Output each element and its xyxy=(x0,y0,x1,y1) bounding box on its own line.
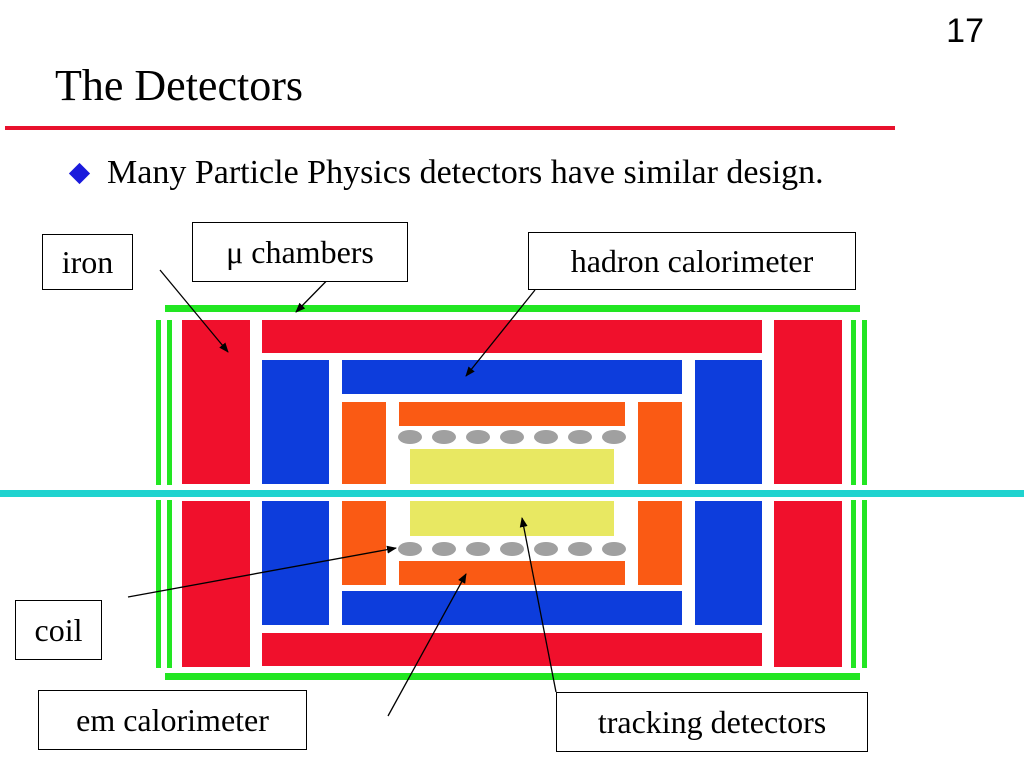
coil-segment xyxy=(500,430,524,444)
muon-chamber-bottom xyxy=(165,673,860,680)
label-hadron-calorimeter: hadron calorimeter xyxy=(528,232,856,290)
ecal-top xyxy=(399,402,625,426)
iron-right-lower xyxy=(774,501,842,667)
ecal-right-upper xyxy=(638,402,682,484)
coil-segment xyxy=(398,542,422,556)
tracker-lower xyxy=(410,501,614,536)
muon-chamber-left-lower-1 xyxy=(156,500,161,668)
arrow-coil xyxy=(127,545,397,598)
em-calorimeter xyxy=(342,402,682,585)
coil-segment xyxy=(398,430,422,444)
pointer-arrows xyxy=(127,261,557,717)
muon-chamber-left-upper-1 xyxy=(156,320,161,485)
ecal-right-lower xyxy=(638,501,682,585)
label-em-calorimeter: em calorimeter xyxy=(38,690,307,750)
coil-segment xyxy=(568,542,592,556)
hcal-left-lower xyxy=(262,501,329,625)
slide-number: 17 xyxy=(946,12,984,50)
coil-segment xyxy=(602,430,626,444)
hadron-calorimeter xyxy=(262,360,762,625)
hcal-top xyxy=(342,360,682,394)
muon-chamber-right-upper-1 xyxy=(851,320,856,485)
arrow-em-calorimeter xyxy=(387,573,467,717)
label-iron: iron xyxy=(42,234,133,290)
muon-chamber-top xyxy=(165,305,860,312)
ecal-left-lower xyxy=(342,501,386,585)
label-coil: coil xyxy=(15,600,102,660)
coil-segment xyxy=(466,430,490,444)
muon-chamber-right-lower-1 xyxy=(851,500,856,668)
muon-chamber-right-lower-2 xyxy=(862,500,867,668)
coil-segment xyxy=(534,542,558,556)
hcal-left-upper xyxy=(262,360,329,484)
bullet-item: Many Particle Physics detectors have sim… xyxy=(68,154,824,192)
coil-segment xyxy=(602,542,626,556)
coil-segment xyxy=(432,542,456,556)
slide-title: The Detectors xyxy=(55,61,303,110)
coil-segment xyxy=(466,542,490,556)
coil-segment xyxy=(568,430,592,444)
label-tracking-detectors: tracking detectors xyxy=(556,692,868,752)
iron-left-upper xyxy=(182,320,250,484)
tracking-detectors xyxy=(410,449,614,536)
coil-segment xyxy=(500,542,524,556)
iron-right-upper xyxy=(774,320,842,484)
iron-left-lower xyxy=(182,501,250,667)
beam-line xyxy=(0,490,1024,497)
muon-chamber-left-upper-2 xyxy=(167,320,172,485)
hcal-right-lower xyxy=(695,501,762,625)
iron-yoke xyxy=(182,320,842,667)
muon-chambers xyxy=(156,305,867,680)
muon-chamber-right-upper-2 xyxy=(862,320,867,485)
iron-top xyxy=(262,320,762,353)
tracker-upper xyxy=(410,449,614,484)
coil-segment xyxy=(534,430,558,444)
hcal-right-upper xyxy=(695,360,762,484)
title-rule xyxy=(5,126,895,130)
coil-segment xyxy=(432,430,456,444)
hcal-bottom xyxy=(342,591,682,625)
ecal-left-upper xyxy=(342,402,386,484)
arrow-tracking-detectors xyxy=(519,517,557,693)
arrow-iron xyxy=(159,269,229,353)
arrow-hadron-calorimeter xyxy=(465,289,536,377)
bullet-text: Many Particle Physics detectors have sim… xyxy=(107,154,824,191)
muon-chamber-left-lower-2 xyxy=(167,500,172,668)
ecal-bottom xyxy=(399,561,625,585)
coil xyxy=(398,430,626,556)
iron-bottom xyxy=(262,633,762,666)
label-mu-chambers: μ chambers xyxy=(192,222,408,282)
